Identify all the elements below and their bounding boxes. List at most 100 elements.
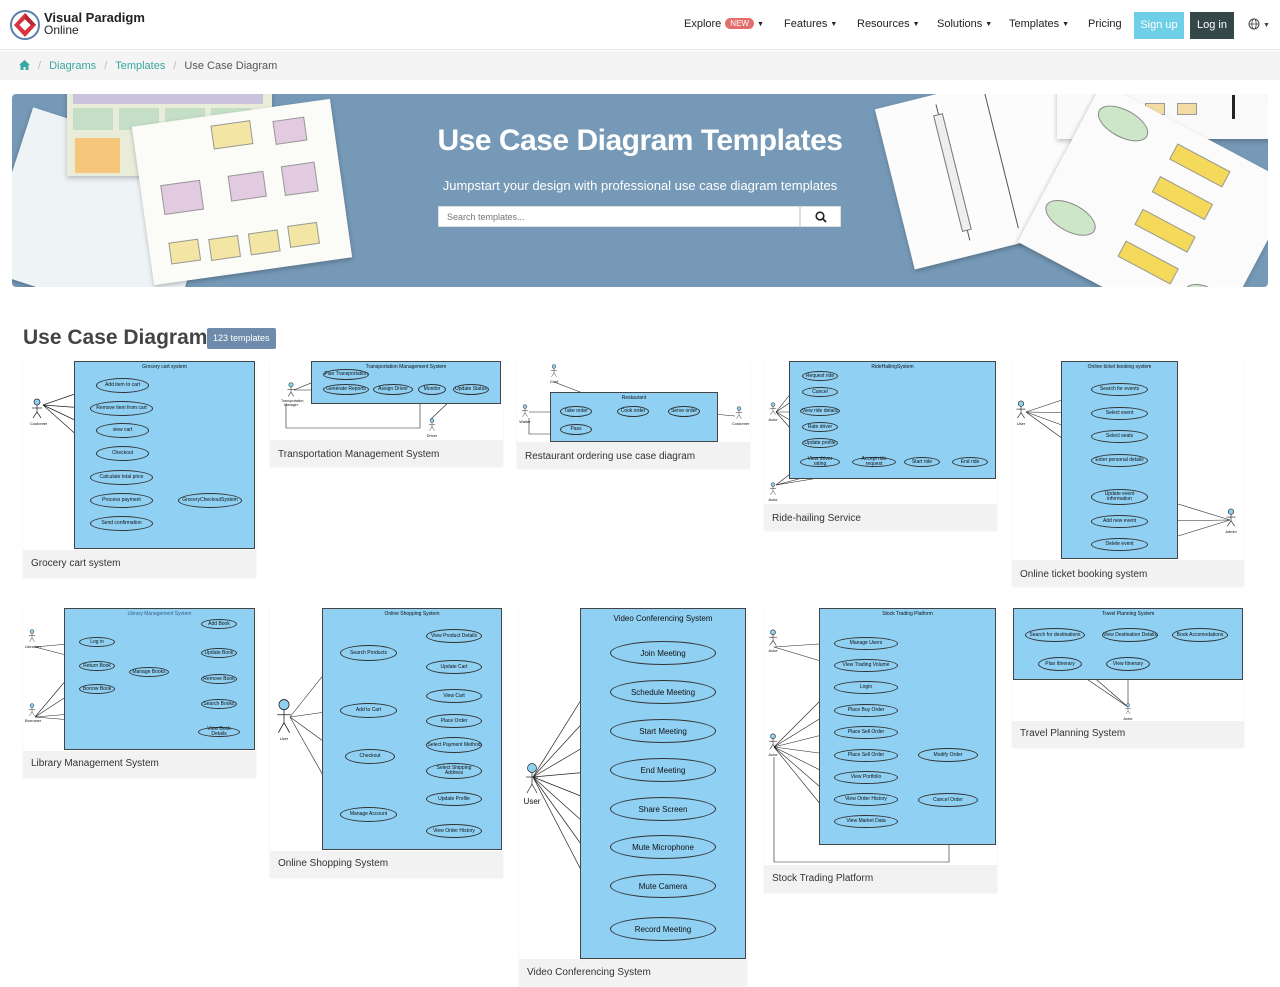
use-case: View Itinerary (1106, 657, 1150, 671)
actor: User (1014, 400, 1028, 426)
actor-label: Librarian (25, 644, 41, 649)
template-title: Grocery cart system (31, 558, 121, 569)
use-case: Borrow Book (79, 684, 115, 694)
nav-features-label: Features (784, 18, 828, 30)
use-case: Generate Reports (323, 384, 369, 395)
actor-label: Chef (549, 379, 559, 384)
use-case: GroceryCheckoutSystem (178, 493, 242, 508)
stick-figure-icon (428, 418, 436, 431)
use-case: Process payment (90, 493, 153, 508)
stick-figure-icon (1226, 508, 1236, 527)
template-card[interactable]: Stock Trading Platform Actor Actor Manag… (764, 607, 997, 892)
hero-banner: Use Case Diagram Templates Jumpstart you… (12, 94, 1268, 287)
use-case: Remove Book (201, 674, 237, 684)
nav-templates[interactable]: Templates▼ (1009, 18, 1069, 30)
banner-title: Use Case Diagram Templates (437, 124, 843, 157)
use-case: View Market Data (834, 815, 898, 828)
use-case: View Order History (834, 793, 898, 806)
stick-figure-icon (526, 763, 538, 794)
template-card[interactable]: Online ticket booking system User Admin … (1012, 360, 1244, 586)
nav-features[interactable]: Features▼ (784, 18, 837, 30)
use-case: Rate driver (802, 422, 838, 432)
template-thumbnail: RideHailingSystem Actor Actor Request ri… (764, 360, 997, 504)
use-case: Assign Driver (373, 384, 413, 395)
use-case: Update profile (802, 438, 838, 448)
template-title: Ride-hailing Service (772, 513, 861, 524)
template-title: Library Management System (31, 758, 159, 769)
system-title: Online Shopping System (384, 611, 440, 617)
use-case: Update Book (201, 648, 237, 658)
use-case: Cancel Order (918, 793, 978, 807)
use-case: Update Status (453, 384, 489, 395)
breadcrumb-current: Use Case Diagram (184, 59, 278, 72)
use-case: Manage Users (834, 637, 898, 650)
breadcrumb-separator: / (38, 59, 42, 72)
use-case: View Destination Details (1102, 628, 1158, 642)
section-title: Use Case Diagram (23, 326, 208, 349)
template-card[interactable]: Online Shopping System User Search Produ… (270, 607, 503, 877)
use-case: View driver rating (800, 457, 840, 467)
system-boundary: Video Conferencing System (580, 608, 746, 959)
use-case: view cart (96, 423, 149, 438)
breadcrumb-separator: / (173, 59, 177, 72)
nav-resources[interactable]: Resources▼ (857, 18, 920, 30)
template-thumbnail: Restaurant Chef Waiter Customer Take ord… (517, 360, 750, 442)
home-icon[interactable] (19, 59, 30, 73)
actor: Actor (766, 733, 780, 757)
template-card[interactable]: RideHailingSystem Actor Actor Request ri… (764, 360, 997, 530)
language-selector[interactable]: ▼ (1248, 17, 1270, 33)
stick-figure-icon (735, 406, 743, 419)
nav-explore-label: Explore (684, 18, 722, 30)
actor: Customer (732, 406, 749, 426)
breadcrumb-templates[interactable]: Templates (115, 59, 166, 72)
use-case: End ride (952, 457, 988, 467)
template-card[interactable]: Restaurant Chef Waiter Customer Take ord… (517, 360, 750, 468)
search-templates-input[interactable] (438, 206, 800, 227)
template-card[interactable]: Library Management System Librarian Borr… (23, 607, 256, 777)
use-case: Checkout (96, 446, 149, 461)
system-title: Grocery cart system (142, 364, 187, 370)
search-button[interactable] (800, 206, 841, 227)
brand-name-line1: Visual Paradigm (44, 10, 145, 25)
actor-label: Actor (768, 752, 778, 757)
nav-solutions[interactable]: Solutions▼ (937, 18, 992, 30)
chevron-down-icon: ▼ (912, 21, 920, 28)
login-button[interactable]: Log in (1190, 12, 1234, 39)
chevron-down-icon: ▼ (830, 21, 838, 28)
use-case: Place Order (426, 714, 482, 728)
signup-button[interactable]: Sign up (1134, 12, 1184, 39)
brand-name[interactable]: Visual Paradigm Online (44, 11, 145, 37)
use-case: Search Books (201, 699, 237, 709)
use-case: View Trading Volume (834, 659, 898, 672)
use-case: Search for destinations (1025, 628, 1085, 642)
actor-label: Actor (768, 497, 778, 502)
use-case: Calculate total price (90, 470, 153, 485)
brand-name-line2: Online (44, 23, 79, 37)
use-case: Place Sell Order (834, 749, 898, 762)
actor: Chef (547, 364, 561, 384)
actor: Customer (30, 398, 47, 426)
template-title: Restaurant ordering use case diagram (525, 451, 696, 462)
actor: Admin (1224, 508, 1238, 534)
template-title: Travel Planning System (1020, 728, 1126, 739)
template-card[interactable]: Grocery cart system Customer Add item to… (23, 360, 256, 577)
use-case: Schedule Meeting (610, 680, 716, 704)
template-thumbnail: Video Conferencing System User Join Meet… (519, 607, 747, 959)
nav-pricing[interactable]: Pricing (1088, 18, 1122, 30)
actor-label: Actor (768, 417, 778, 422)
use-case: Add Book (201, 619, 237, 629)
use-case: Record Meeting (610, 917, 716, 941)
template-card[interactable]: Travel Planning System Actor Search for … (1012, 607, 1244, 747)
use-case: Pass (560, 424, 592, 435)
visual-paradigm-logo-icon[interactable] (9, 9, 41, 41)
template-card[interactable]: Video Conferencing System User Join Meet… (519, 607, 747, 985)
nav-pricing-label: Pricing (1088, 18, 1122, 30)
template-card[interactable]: Transportation Management System Transpo… (270, 360, 503, 466)
use-case: Update Profile (426, 792, 482, 806)
breadcrumb-diagrams[interactable]: Diagrams (49, 59, 97, 72)
stick-figure-icon (768, 629, 778, 646)
use-case: View Order History (426, 824, 482, 838)
chevron-down-icon: ▼ (756, 21, 764, 28)
stick-figure-icon (550, 364, 558, 377)
